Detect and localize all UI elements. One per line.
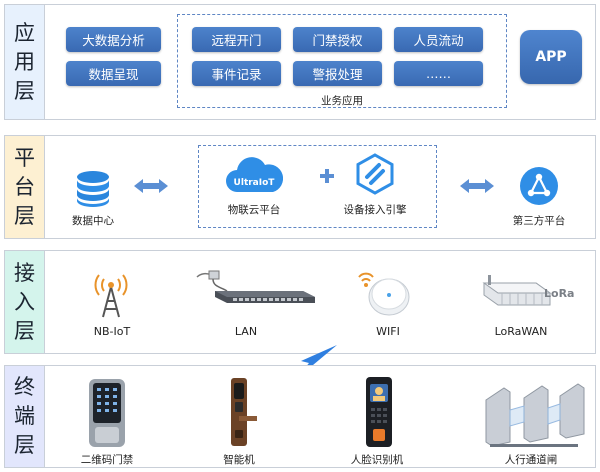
ultraiot-logo-text: UltraIoT	[234, 178, 276, 188]
lan-label: LAN	[234, 325, 258, 338]
access-authorization-button[interactable]: 门禁授权	[293, 27, 382, 52]
event-record-button[interactable]: 事件记录	[192, 61, 281, 86]
remote-open-button[interactable]: 远程开门	[192, 27, 281, 52]
qr-access-label: 二维码门禁	[80, 454, 134, 466]
alarm-handling-button[interactable]: 警报处理	[293, 61, 382, 86]
personnel-flow-button[interactable]: 人员流动	[394, 27, 483, 52]
network-switch-icon	[196, 270, 315, 303]
lora-logo: LoRa	[544, 287, 575, 300]
application-layer-label: 应 用 层	[5, 5, 45, 119]
database-icon	[77, 171, 109, 207]
platform-layer-label: 平 台 层	[5, 136, 45, 238]
platform-layer: 平 台 层 数据中心 UltraIoT 物联云平台	[4, 135, 596, 239]
access-layer-label: 接 入 层	[5, 251, 45, 353]
big-data-analysis-button[interactable]: 大数据分析	[66, 27, 161, 52]
face-recognition-icon	[366, 377, 392, 447]
wifi-label: WIFI	[376, 325, 400, 338]
business-app-caption: 业务应用	[321, 95, 363, 107]
access-engine-label: 设备接入引擎	[343, 204, 407, 216]
terminal-layer: 终 端 层 二维码门禁 智能机	[4, 365, 596, 468]
face-recognition-label: 人脸识别机	[350, 454, 404, 466]
lora-gateway-icon	[482, 275, 552, 306]
app-button[interactable]: APP	[520, 30, 582, 84]
access-layer: 接 入 层 NB-IoT LAN	[4, 250, 596, 354]
third-party-label: 第三方平台	[512, 215, 566, 227]
lorawan-label: LoRaWAN	[494, 325, 548, 338]
plus-icon	[320, 169, 334, 183]
platform-core-group	[198, 145, 437, 228]
qr-access-device-icon	[89, 379, 125, 447]
data-presentation-button[interactable]: 数据呈现	[66, 61, 161, 86]
data-center-label: 数据中心	[72, 215, 114, 227]
iot-cloud-label: 物联云平台	[227, 204, 281, 216]
turnstile-label: 人行通道闸	[504, 454, 558, 466]
turnstile-gate-icon	[485, 383, 585, 447]
more-apps-button[interactable]: ……	[394, 61, 483, 86]
nb-iot-label: NB-IoT	[93, 325, 131, 338]
double-arrow-icon	[460, 179, 494, 193]
access-engine-icon	[356, 153, 394, 195]
business-app-group	[177, 14, 507, 108]
cloud-icon: UltraIoT	[226, 157, 283, 192]
wifi-access-point-icon	[358, 272, 410, 316]
application-layer: 应 用 层 大数据分析 数据呈现 远程开门 门禁授权 人员流动 事件记录 警报处…	[4, 4, 596, 120]
cell-tower-icon	[94, 274, 128, 318]
terminal-layer-label: 终 端 层	[5, 366, 45, 467]
smart-lock-label: 智能机	[223, 454, 255, 466]
smart-lock-icon	[231, 378, 257, 446]
double-arrow-icon	[134, 179, 168, 193]
share-network-icon	[520, 167, 558, 205]
